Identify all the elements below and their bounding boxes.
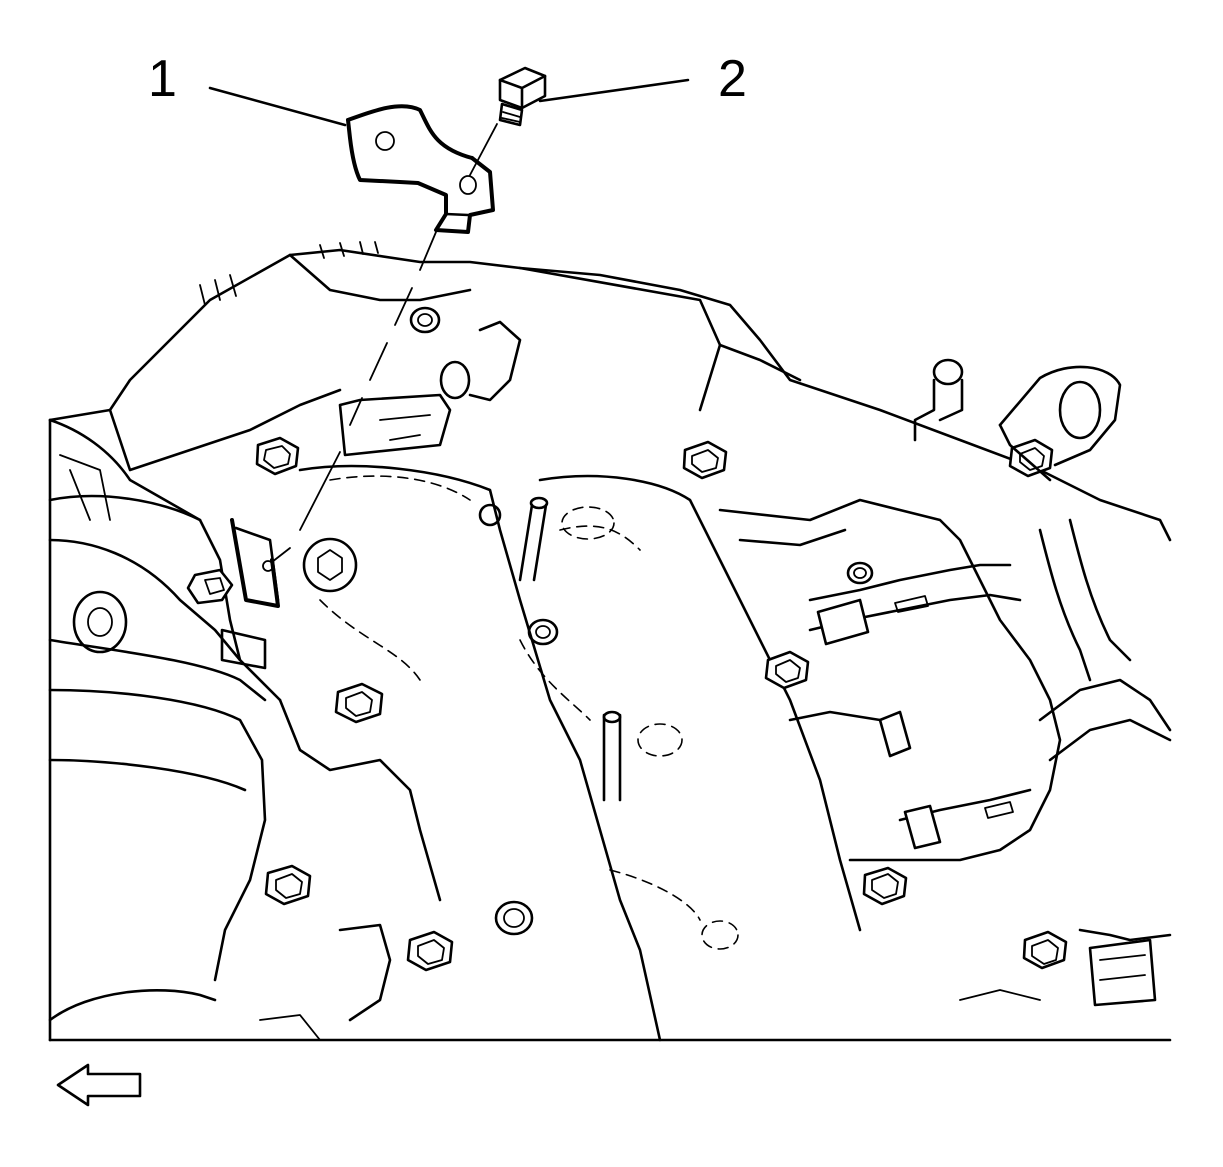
arrow-left-icon [56,1063,142,1107]
exploded-bolt [498,66,547,127]
engine-assembly [48,241,1172,1042]
leader-line-1 [208,86,347,127]
exploded-bracket [346,104,495,234]
assembly-guide-lines [271,123,498,563]
leader-line-2 [538,78,690,103]
callout-label-1: 1 [148,50,177,108]
callout-label-2: 2 [718,50,747,108]
